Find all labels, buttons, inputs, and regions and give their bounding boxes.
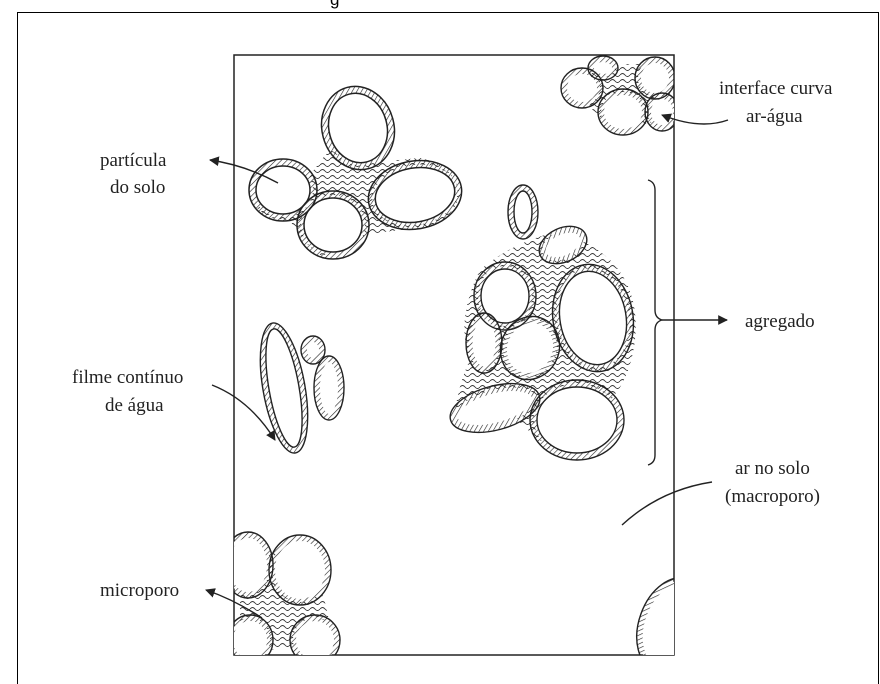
- particle-cluster-e: [223, 532, 340, 665]
- label-particula-2: do solo: [110, 177, 165, 198]
- particle-cluster-f: [624, 568, 720, 683]
- aggregate-cluster: [445, 185, 642, 460]
- particle-cluster-b: [561, 56, 679, 135]
- particle-cluster-a: [249, 78, 467, 259]
- label-agregado: agregado: [745, 311, 815, 332]
- aggregate-bracket: [648, 180, 662, 465]
- label-particula-1: partícula: [100, 150, 167, 171]
- arrow-ar: [622, 482, 712, 525]
- label-ar-1: ar no solo: [735, 458, 810, 479]
- label-ar-2: (macroporo): [725, 486, 820, 507]
- water-film-cluster: [252, 319, 344, 456]
- label-filme-1: filme contínuo: [72, 367, 183, 388]
- label-interface-2: ar-água: [746, 106, 803, 127]
- label-interface-1: interface curva: [719, 78, 833, 99]
- label-filme-2: de água: [105, 395, 164, 416]
- label-microporo: microporo: [100, 580, 179, 601]
